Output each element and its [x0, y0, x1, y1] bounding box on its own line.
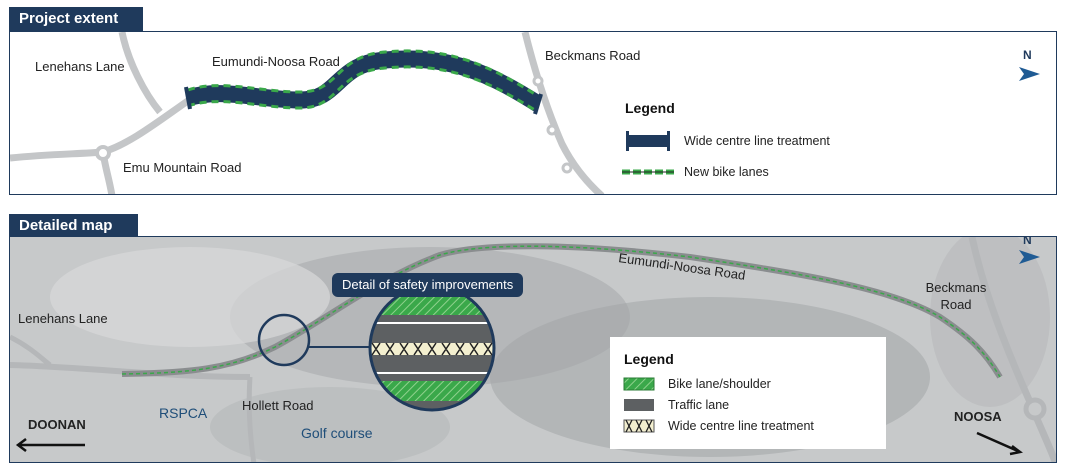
- label-beckmans-road: Beckmans Road: [545, 48, 641, 63]
- project-road: [185, 50, 543, 112]
- legend-symbol-traffic-lane: [624, 399, 654, 411]
- detailed-map-graphic: [10, 237, 1056, 462]
- detail-locator-ring: [257, 313, 311, 367]
- label-noosa: NOOSA: [954, 409, 1002, 424]
- label-golf-course: Golf course: [301, 425, 373, 441]
- label-lenehans-lane: Lenehans Lane: [35, 59, 125, 74]
- label-hollett-road: Hollett Road: [242, 398, 314, 413]
- label-lenehans-lane-detail: Lenehans Lane: [18, 311, 108, 326]
- project-extent-title: Project extent: [9, 7, 143, 31]
- north-label-detail: N: [1023, 236, 1032, 247]
- detailed-legend: Legend Bike lane/shoulder Traffic lane W…: [610, 337, 886, 449]
- label-rspca: RSPCA: [159, 405, 208, 421]
- project-extent-roads: [10, 32, 1040, 194]
- label-beckmans-road-detail: Beckmans Road: [925, 280, 987, 312]
- north-arrow-icon: [1019, 250, 1040, 264]
- legend-symbol-wide-centre: [628, 135, 668, 147]
- hollett-road: [246, 376, 257, 462]
- legend-symbol-bike-lane: [623, 377, 655, 391]
- legend-item-bike-lane: Bike lane/shoulder: [668, 377, 771, 391]
- lenehans-lane: [118, 32, 163, 115]
- detail-callout: Detail of safety improvements: [332, 273, 524, 297]
- legend-title: Legend: [625, 100, 675, 116]
- detailed-legend-title: Legend: [624, 351, 674, 367]
- legend-item-wide-centre: Wide centre line treatment: [684, 134, 830, 148]
- legend-item-traffic-lane: Traffic lane: [668, 398, 730, 412]
- north-arrow-icon: [1019, 67, 1040, 81]
- beckmans-road-main: [968, 237, 1056, 462]
- doonan-arrow-icon: [15, 438, 85, 452]
- north-label: N: [1023, 48, 1032, 62]
- label-emu-mountain-road: Emu Mountain Road: [123, 160, 242, 175]
- detailed-map: Lenehans Lane Eumundi-Noosa Road Beckman…: [9, 236, 1057, 463]
- legend-item-bike-lanes: New bike lanes: [684, 165, 769, 179]
- label-doonan: DOONAN: [28, 417, 86, 432]
- label-eumundi-noosa-road: Eumundi-Noosa Road: [212, 54, 340, 69]
- noosa-arrow-icon: [976, 431, 1023, 456]
- legend-item-centre-line: Wide centre line treatment: [668, 419, 814, 433]
- detailed-map-title: Detailed map: [9, 214, 138, 238]
- beckmans-road: [521, 32, 605, 194]
- project-extent-map: Lenehans Lane Eumundi-Noosa Road Beckman…: [9, 31, 1057, 195]
- detail-circle: [370, 286, 494, 410]
